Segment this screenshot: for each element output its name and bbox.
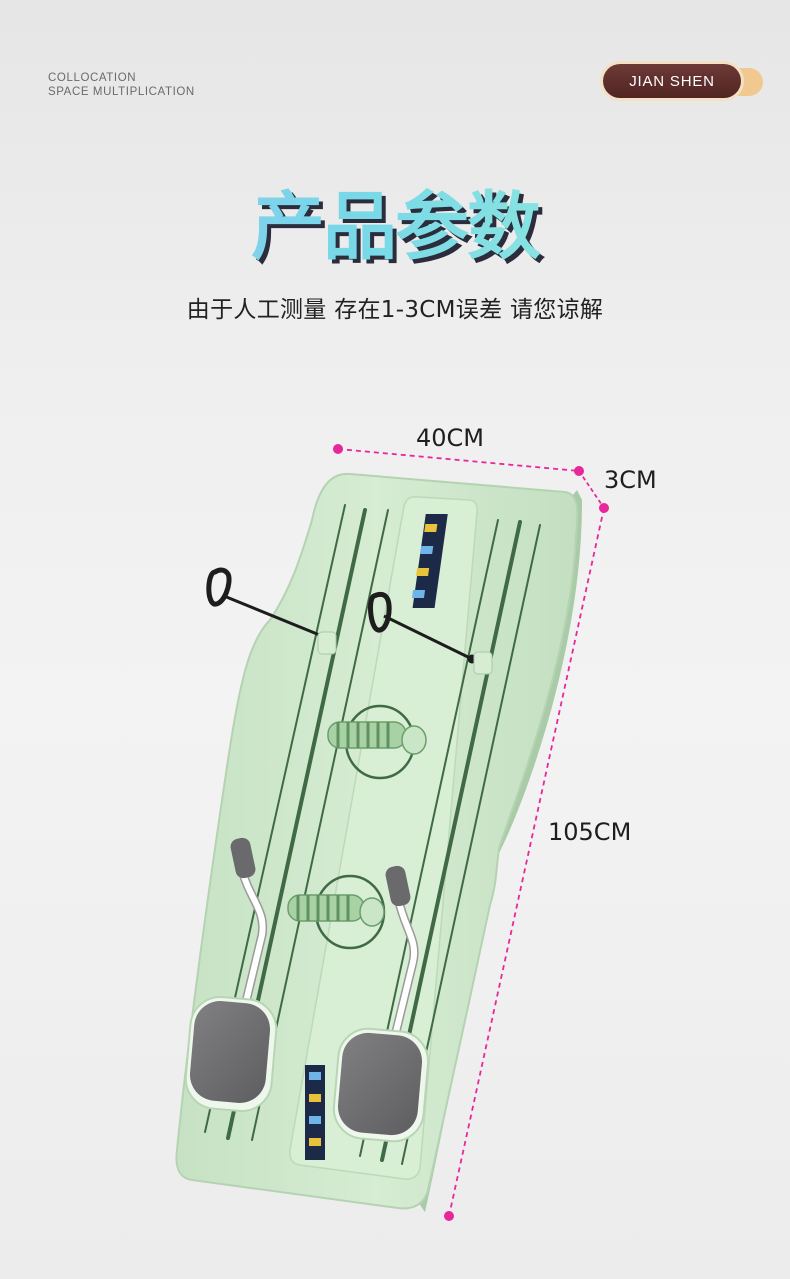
foot-pad-left [184, 995, 278, 1113]
instruction-label-bottom [305, 1065, 325, 1160]
dimension-length-line [444, 507, 605, 1221]
brand-badge: JIAN SHEN [603, 62, 765, 102]
handle-right [385, 865, 419, 1045]
anchor-right [473, 651, 493, 675]
dimension-width-label: 40CM [416, 424, 485, 452]
foot-pad-right [332, 1027, 430, 1143]
badge-label: JIAN SHEN [603, 64, 741, 98]
dimension-thickness-label: 3CM [604, 466, 657, 494]
dimension-length-label: 105CM [548, 818, 632, 846]
tagline-line-1: COLLOCATION [48, 72, 137, 84]
instruction-label-top [411, 514, 448, 608]
tagline: COLLOCATION SPACE MULTIPLICATION [48, 71, 195, 99]
spring-lower [287, 894, 385, 927]
page-subtitle: 由于人工测量 存在1-3CM误差 请您谅解 [186, 297, 604, 323]
anchor-left [317, 631, 337, 655]
page-title: 产品参数 [0, 182, 790, 272]
handle-left [230, 837, 268, 1015]
center-channel [289, 496, 478, 1180]
tagline-line-2: SPACE MULTIPLICATION [48, 86, 195, 98]
spring-upper [327, 721, 427, 755]
dimension-thickness-line [578, 470, 609, 513]
